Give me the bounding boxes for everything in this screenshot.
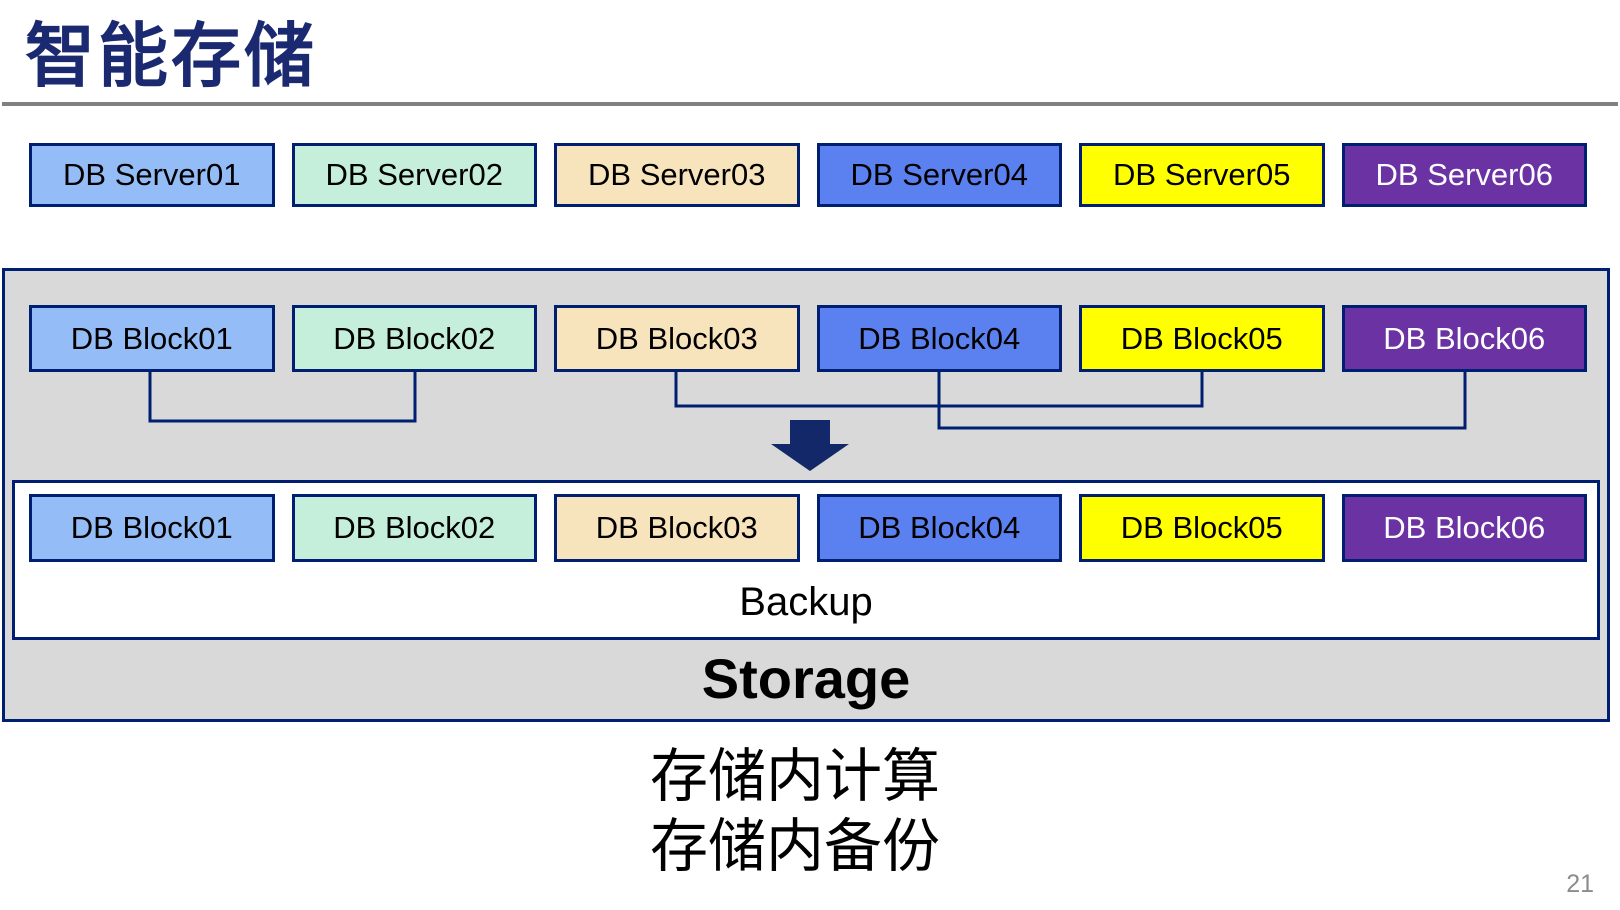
db-block-box: DB Block01 bbox=[29, 494, 275, 562]
db-block-box: DB Block02 bbox=[291, 305, 537, 372]
db-block-box: DB Block04 bbox=[816, 305, 1062, 372]
db-server-box: DB Server06 bbox=[1341, 143, 1587, 207]
db-block-box: DB Block06 bbox=[1341, 305, 1587, 372]
title-divider bbox=[2, 102, 1618, 106]
backup-container bbox=[12, 480, 1600, 640]
storage-label: Storage bbox=[701, 647, 911, 710]
db-block-box: DB Block05 bbox=[1079, 305, 1325, 372]
db-block-box: DB Block03 bbox=[554, 494, 800, 562]
db-server-box: DB Server03 bbox=[554, 143, 800, 207]
db-server-box: DB Server01 bbox=[29, 143, 275, 207]
db-block-box: DB Block01 bbox=[29, 305, 275, 372]
caption-line-2: 存储内备份 bbox=[650, 814, 941, 879]
caption-line-1: 存储内计算 bbox=[650, 744, 941, 809]
db-block-box: DB Block06 bbox=[1341, 494, 1587, 562]
caption-text: 存储内计算 存储内备份 bbox=[650, 742, 940, 882]
db-block-box: DB Block02 bbox=[291, 494, 537, 562]
db-block-box: DB Block03 bbox=[554, 305, 800, 372]
page-number: 21 bbox=[1566, 870, 1594, 898]
db-server-box: DB Server02 bbox=[291, 143, 537, 207]
db-server-box: DB Server05 bbox=[1079, 143, 1325, 207]
page-title: 智能存储 bbox=[25, 16, 317, 95]
db-block-box: DB Block05 bbox=[1079, 494, 1325, 562]
db-server-box: DB Server04 bbox=[816, 143, 1062, 207]
db-block-box: DB Block04 bbox=[816, 494, 1062, 562]
backup-label: Backup bbox=[739, 580, 873, 624]
